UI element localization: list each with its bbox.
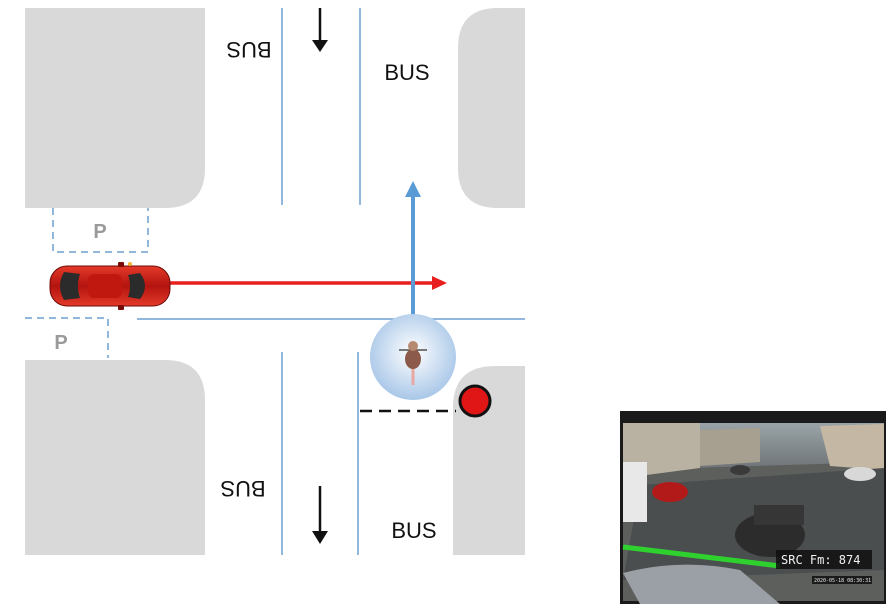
lane-lines [137,8,525,555]
cyclist-trajectory-arrow [405,181,421,322]
bus-label-top-left: BUS [226,37,271,62]
block-top-right [458,8,525,208]
camera-overlay-text: SRC Fm: 874 [781,553,860,567]
car-trajectory-arrow [160,276,447,290]
parking-spaces: P P [25,208,149,358]
green-detection-line [622,544,781,569]
bus-label-bottom-left: BUS [220,476,265,501]
camera-timestamp: 2020-05-18 08:30:31 [814,578,871,584]
parking-label-bottom: P [54,332,67,354]
block-top-left [25,8,205,208]
parking-space-top [52,208,149,253]
camera-frame: SRC Fm: 874 2020-05-18 08:30:31 [620,411,886,604]
red-car [49,262,171,310]
parking-space-bottom [25,317,109,358]
cyclist [370,314,456,400]
block-bottom-left [25,360,205,555]
parking-label-top: P [93,221,106,243]
bus-label-bottom-right: BUS [391,518,436,543]
down-arrow-bottom [312,486,328,544]
traffic-light [458,384,492,418]
bus-label-top-right: BUS [384,60,429,85]
down-arrow-top [312,8,328,52]
